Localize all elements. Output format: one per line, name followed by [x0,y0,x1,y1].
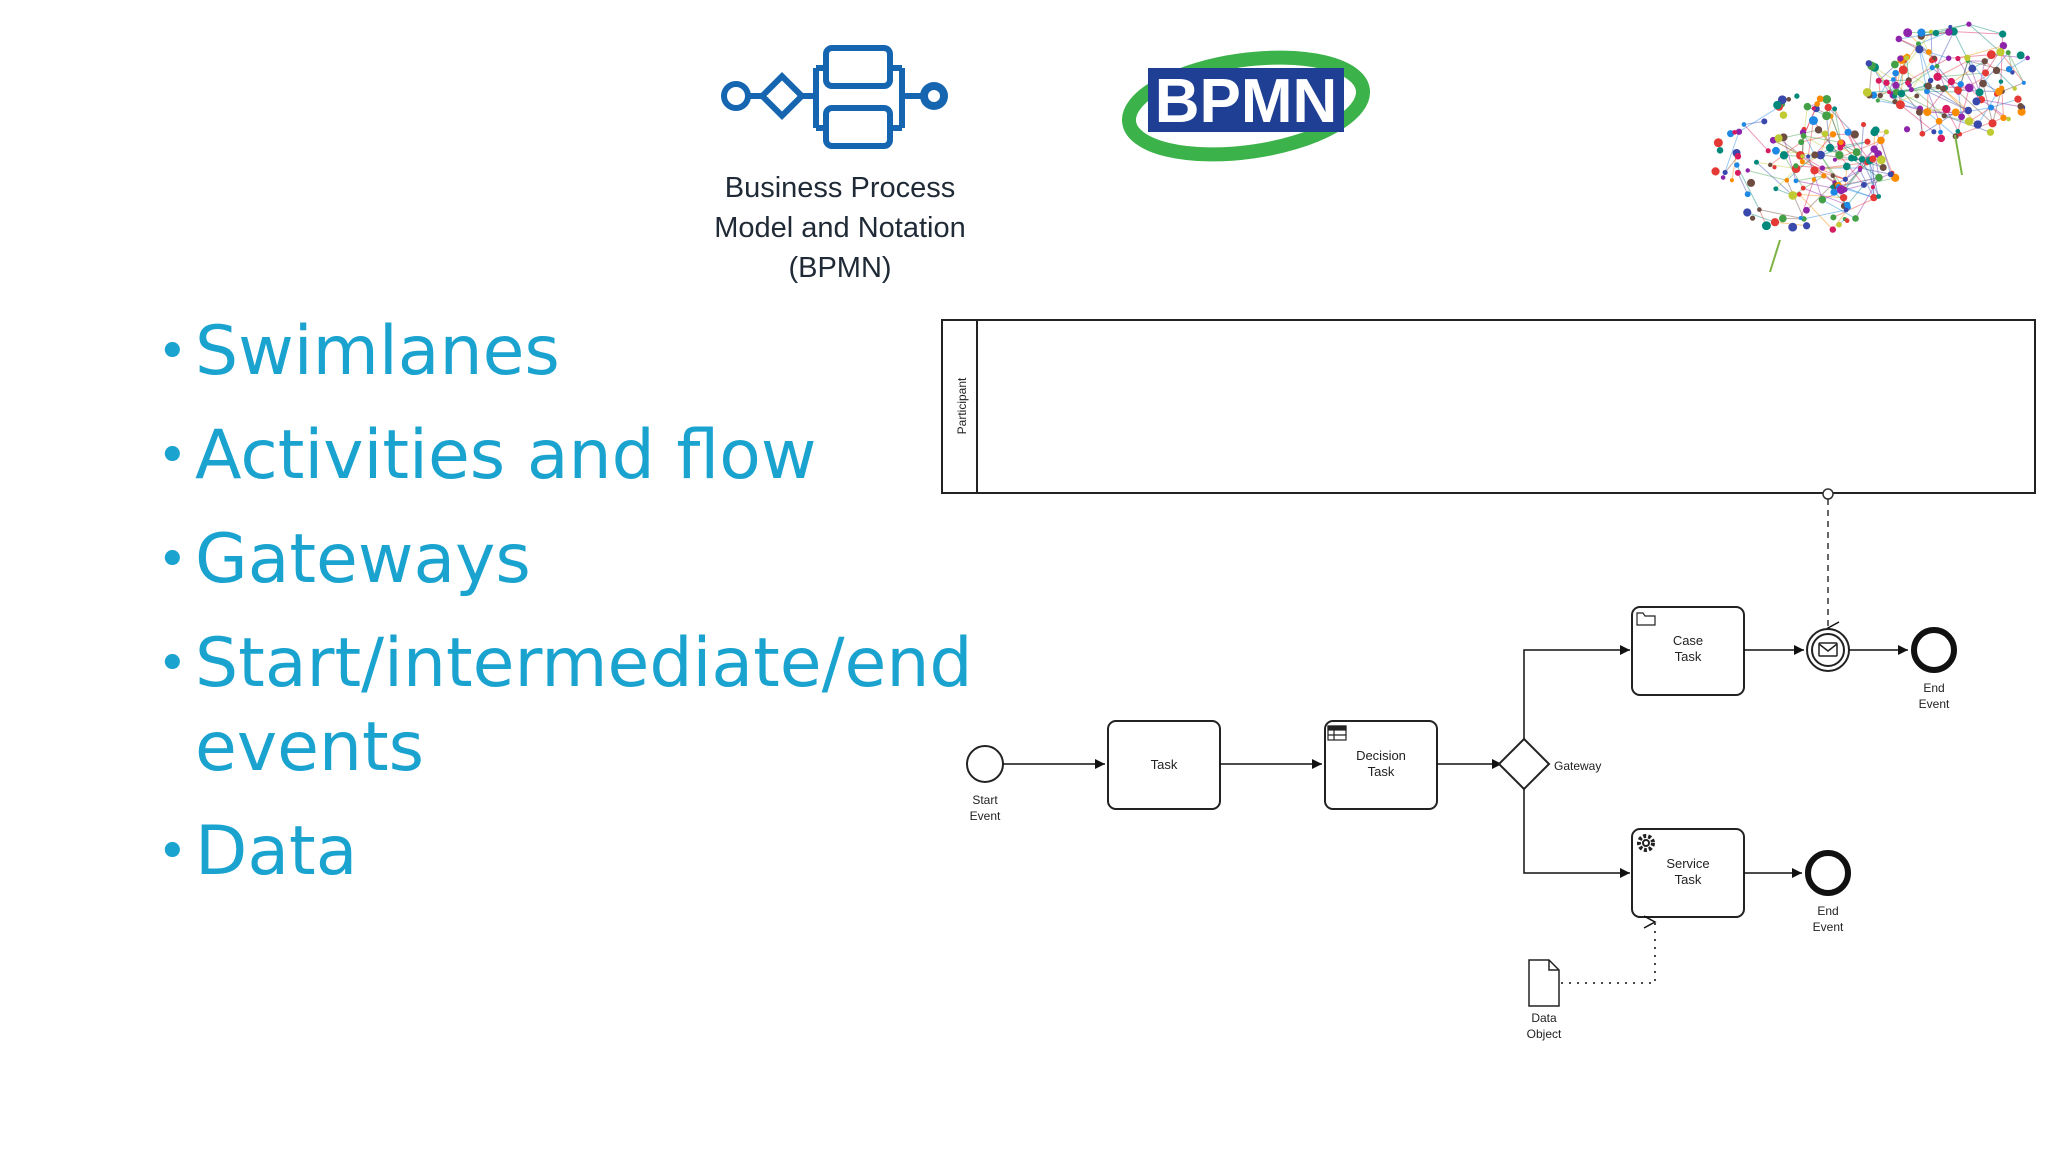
end-event-top [1911,627,1957,673]
svg-text:BPMN: BPMN [1155,67,1338,136]
bullet-item: •Start/intermediate/end events [157,624,973,787]
svg-text:Gateway: Gateway [1554,759,1601,773]
bullet-item: •Activities and flow [157,416,817,495]
data-object [1528,959,1560,1007]
decision-task [1324,720,1438,810]
bpmn-process-logo-icon [721,45,948,149]
table-icon [1327,725,1347,741]
bpmn-badge-logo: BPMN [1121,50,1371,162]
participant-pool [941,319,2036,494]
envelope-icon [1818,642,1838,657]
data-association [1561,915,1657,984]
network-brain-icon [1711,21,2030,273]
bullet-item: •Swimlanes [157,312,560,391]
end-event-bottom [1805,850,1851,896]
case-task [1631,606,1745,696]
bullet-item: •Gateways [157,520,531,599]
gateway [1497,737,1551,791]
task [1107,720,1221,810]
svg-text:Task: Task [1151,757,1178,772]
topic-list: •Swimlanes •Activities and flow •Gateway… [155,310,973,914]
pool-label: Participant [955,377,969,434]
gear-icon [1637,834,1655,852]
bullet-item: •Data [157,812,358,891]
logo-caption: Business Process Model and Notation (BPM… [714,172,966,284]
start-event [966,745,1004,783]
folder-icon [1636,612,1656,626]
